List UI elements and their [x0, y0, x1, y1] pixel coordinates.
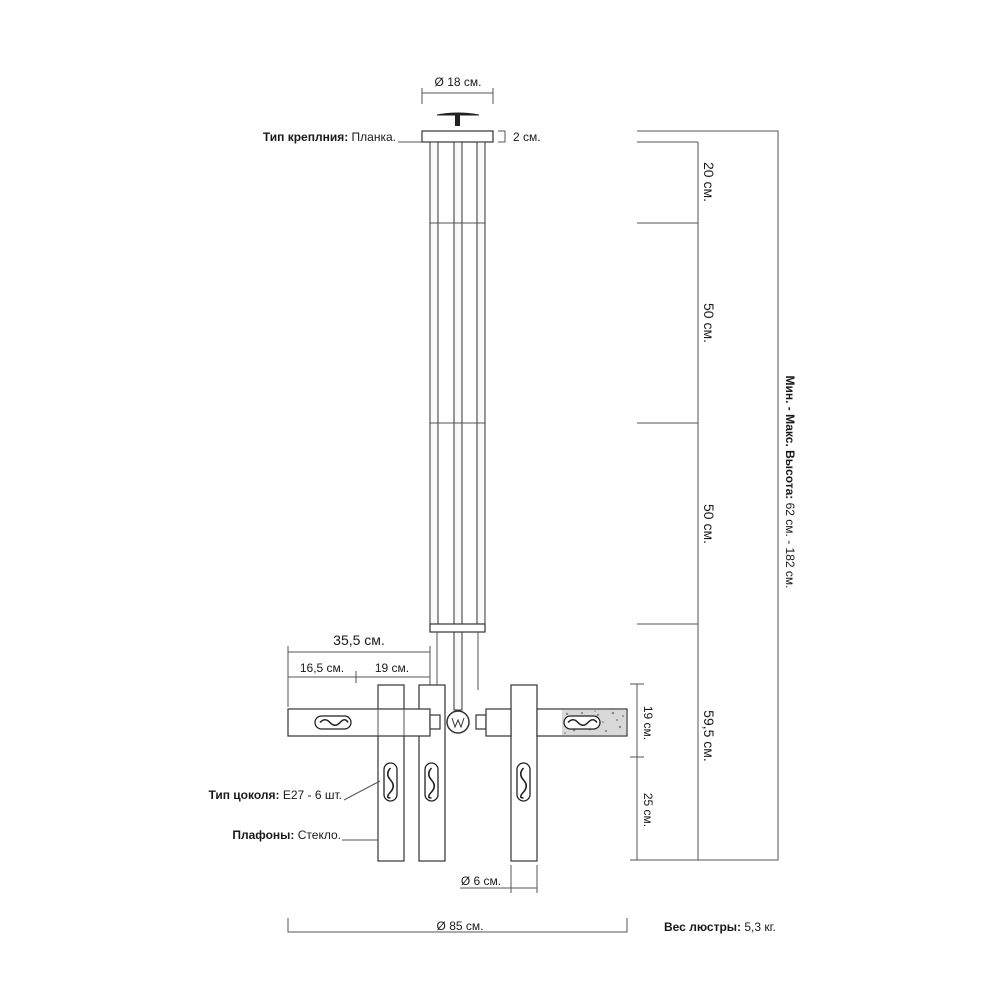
arm-height-label: 19 см. — [641, 706, 655, 740]
mount-type-value: Планка. — [352, 130, 396, 144]
socket-type-value: E27 - 6 шт. — [283, 788, 342, 802]
svg-text:Тип креплния: Планка.: Тип креплния: Планка. — [263, 130, 396, 144]
arm-height-dimensions: 19 см. 25 см. — [630, 683, 655, 861]
canopy-thickness-dimension: 2 см. — [498, 130, 541, 144]
canopy-diameter-dimension: Ø 18 см. — [421, 75, 494, 104]
canopy-diameter-label: Ø 18 см. — [435, 75, 482, 89]
weight-spec: Вес люстры: 5,3 кг. — [664, 920, 776, 934]
shade-diameter-dimension: Ø 6 см. — [460, 865, 538, 893]
bulbs — [314, 715, 601, 802]
arm-total-label: 35,5 см. — [333, 632, 385, 648]
central-hub — [446, 710, 470, 734]
canopy-plate — [421, 130, 494, 143]
body-height-label: 59,5 см. — [701, 710, 717, 762]
arm-part-1-label: 16,5 см. — [300, 661, 344, 675]
shades-material-spec: Плафоны: Стекло. — [232, 828, 378, 842]
height-range-value: 62 см. - 182 см. — [783, 503, 797, 589]
arm-width-dimensions: 35,5 см. 16,5 см. 19 см. — [287, 632, 431, 707]
weight-label: Вес люстры: — [664, 920, 741, 934]
svg-text:Мин. - Макс. Высота: 62: Мин. - Макс. Высота: 62 см. - 182 см. — [783, 375, 797, 588]
overall-diameter-dimension: Ø 85 см. — [287, 918, 628, 933]
mount-type-spec: Тип креплния: Планка. — [263, 130, 422, 144]
svg-text:Вес люстры: 5,3 кг.: Вес люстры: 5,3 кг. — [664, 920, 776, 934]
arm-left — [287, 708, 431, 737]
shade-lower-label: 25 см. — [641, 793, 655, 827]
canopy-hook — [436, 112, 480, 126]
socket-type-label: Тип цоколя: — [208, 788, 279, 802]
overall-diameter-label: Ø 85 см. — [437, 919, 484, 933]
rod-section-2-label: 50 см. — [701, 303, 717, 343]
svg-text:Плафоны: Стекло.: Плафоны: Стекло. — [232, 828, 341, 842]
canopy-thickness-label: 2 см. — [513, 130, 541, 144]
height-dimension-chain: 20 см. 50 см. 50 см. 59,5 см. — [637, 141, 717, 861]
bulb-right-horizontal — [563, 715, 601, 730]
suspension-rods — [429, 141, 486, 711]
shade-diameter-label: Ø 6 см. — [461, 874, 501, 888]
weight-value: 5,3 кг. — [744, 920, 776, 934]
arm-part-2-label: 19 см. — [375, 661, 409, 675]
height-range-label: Мин. - Макс. Высота: — [783, 375, 797, 499]
socket-type-spec: Тип цоколя: E27 - 6 шт. — [208, 780, 381, 802]
shades-material-label: Плафоны: — [232, 828, 294, 842]
shades-material-value: Стекло. — [298, 828, 341, 842]
mount-type-label: Тип креплния: — [263, 130, 348, 144]
rod-section-3-label: 50 см. — [701, 504, 717, 544]
overall-height-dimension: Мин. - Макс. Высота: 62 см. - 182 см. — [637, 130, 797, 861]
rod-section-1-label: 20 см. — [701, 162, 717, 202]
svg-text:Тип цоколя: E27 - 6 шт.: Тип цоколя: E27 - 6 шт. — [208, 788, 342, 802]
